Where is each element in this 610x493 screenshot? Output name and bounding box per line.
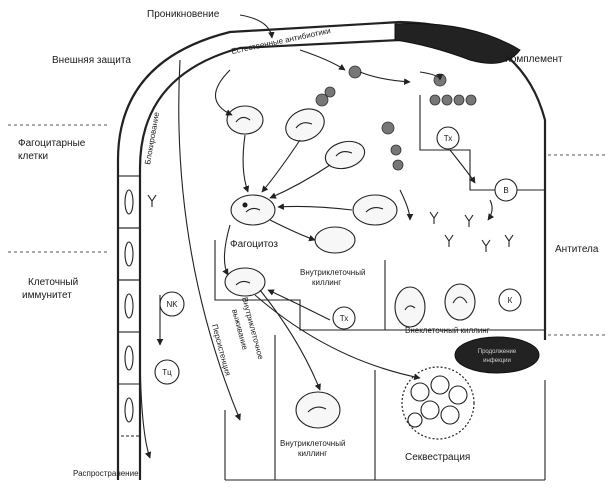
label-intracellular-killing-2: киллинг [312,278,341,287]
label-extracellular-killing: Внеклеточный киллинг [405,326,490,335]
label-external-protection: Внешняя защита [52,55,131,66]
antibody-symbols [147,194,514,252]
label-cellular-immunity-1: Клеточный [28,277,78,288]
label-phagocytic-cells-1: Фагоцитарные [18,138,86,149]
label-intracellular-killing-1: Внутриклеточный [300,268,365,277]
tx-top-label: Тх [444,134,453,143]
granuloma [401,366,475,440]
labels: Проникновение Внешняя защита Естественны… [18,9,599,478]
arrows [139,14,495,459]
label-dark-blob-2: инфекции [483,358,511,364]
label-cellular-immunity-2: иммунитет [22,290,72,301]
label-penetration: Проникновение [147,9,220,20]
tx-mid-label: Тх [340,314,349,323]
label-phagocytic-cells-2: клетки [18,151,48,162]
label-blocking: Блокирование [143,111,161,165]
nk-label: NK [166,300,178,309]
label-complement: Комплемент [505,54,563,65]
k-cell-label: К [508,296,513,305]
infection-blob [454,336,540,374]
phagocyte-cells [224,105,476,429]
section-separators [8,124,606,336]
compartment-lines [214,95,545,481]
complement-arc [394,23,521,64]
tc-label: Тц [162,368,172,377]
host-boundary [116,20,547,480]
label-dark-blob-1: Продолжение [478,349,517,355]
label-antibodies: Антитела [555,244,599,255]
label-sequestration: Секвестрация [405,452,470,463]
epithelial-wall [117,175,141,437]
cell-tags: Тх В Тх NK Тц К [154,126,522,385]
label-spread: Распространение [73,469,139,478]
label-intracellular-killing-bottom-2: киллинг [298,449,327,458]
b-cell-label: В [503,186,508,195]
label-phagocytosis: Фагоцитоз [230,239,278,250]
label-intracellular-killing-bottom-1: Внутриклеточный [280,439,345,448]
